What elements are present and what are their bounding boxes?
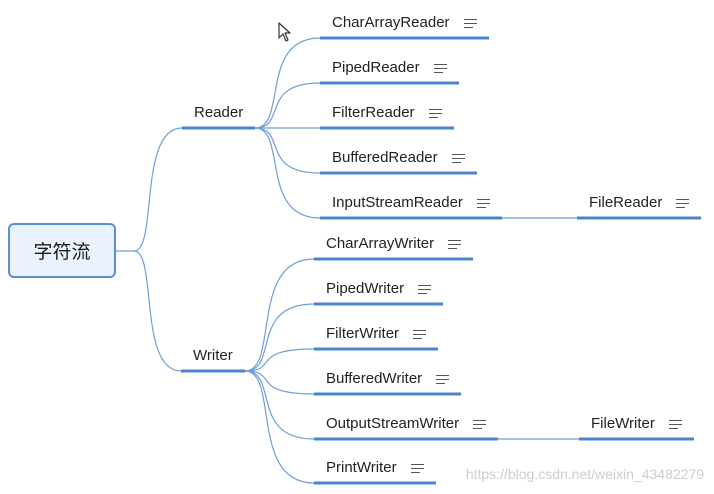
child-connector xyxy=(254,127,321,174)
notes-icon[interactable] xyxy=(436,374,450,385)
topic-pipedwriter[interactable]: PipedWriter xyxy=(326,277,432,299)
topic-filewriter[interactable]: FileWriter xyxy=(591,412,682,434)
child-connector xyxy=(254,82,321,129)
topic-label: PipedReader xyxy=(332,58,420,76)
topic-label: PipedWriter xyxy=(326,279,405,297)
notes-icon[interactable] xyxy=(410,463,424,474)
topic-label: FilterReader xyxy=(332,103,415,121)
topic-label: FilterWriter xyxy=(326,324,400,342)
topic-label: PrintWriter xyxy=(326,458,397,476)
topic-filereader[interactable]: FileReader xyxy=(589,191,690,213)
child-connector xyxy=(244,348,315,372)
mouse-pointer-icon xyxy=(278,22,291,42)
notes-icon[interactable] xyxy=(473,419,487,430)
topic-chararrayreader[interactable]: CharArrayReader xyxy=(332,11,477,33)
notes-icon[interactable] xyxy=(668,419,682,430)
topic-label: OutputStreamWriter xyxy=(326,414,460,432)
topic-label: Reader xyxy=(194,103,244,121)
notes-icon[interactable] xyxy=(451,153,465,164)
notes-icon[interactable] xyxy=(433,63,447,74)
notes-icon[interactable] xyxy=(448,239,462,250)
topic-bufferedreader[interactable]: BufferedReader xyxy=(332,146,465,168)
topic-bufferedwriter[interactable]: BufferedWriter xyxy=(326,367,450,389)
branch-topic-writer[interactable]: Writer xyxy=(193,344,233,366)
topic-filterreader[interactable]: FilterReader xyxy=(332,101,442,123)
root-node[interactable]: 字符流 xyxy=(8,223,116,278)
topic-printwriter[interactable]: PrintWriter xyxy=(326,456,424,478)
child-connector xyxy=(244,370,315,395)
notes-icon[interactable] xyxy=(428,108,442,119)
topic-label: InputStreamReader xyxy=(332,193,463,211)
child-connector xyxy=(244,258,315,372)
child-connector xyxy=(244,370,315,484)
topic-filterwriter[interactable]: FilterWriter xyxy=(326,322,427,344)
watermark-text: https://blog.csdn.net/weixin_43482279 xyxy=(465,466,704,482)
topic-label: CharArrayReader xyxy=(332,13,450,31)
child-connector xyxy=(244,370,315,440)
child-connector xyxy=(244,303,315,372)
topic-chararraywriter[interactable]: CharArrayWriter xyxy=(326,232,462,254)
notes-icon[interactable] xyxy=(476,198,490,209)
topic-pipedreader[interactable]: PipedReader xyxy=(332,56,447,78)
topic-inputstreamreader[interactable]: InputStreamReader xyxy=(332,191,490,213)
branch-connector xyxy=(133,127,183,252)
notes-icon[interactable] xyxy=(418,284,432,295)
notes-icon[interactable] xyxy=(413,329,427,340)
child-connector xyxy=(254,37,321,129)
topic-label: BufferedWriter xyxy=(326,369,423,387)
branch-topic-reader[interactable]: Reader xyxy=(194,101,243,123)
topic-label: CharArrayWriter xyxy=(326,234,435,252)
notes-icon[interactable] xyxy=(463,18,477,29)
notes-icon[interactable] xyxy=(676,198,690,209)
child-connector xyxy=(254,127,321,219)
topic-label: BufferedReader xyxy=(332,148,438,166)
topic-label: Writer xyxy=(193,346,233,364)
topic-label: FileReader xyxy=(589,193,663,211)
topic-label: FileWriter xyxy=(591,414,655,432)
branch-connector xyxy=(133,250,182,372)
root-node-label: 字符流 xyxy=(33,241,91,263)
topic-outputstreamwriter[interactable]: OutputStreamWriter xyxy=(326,412,487,434)
